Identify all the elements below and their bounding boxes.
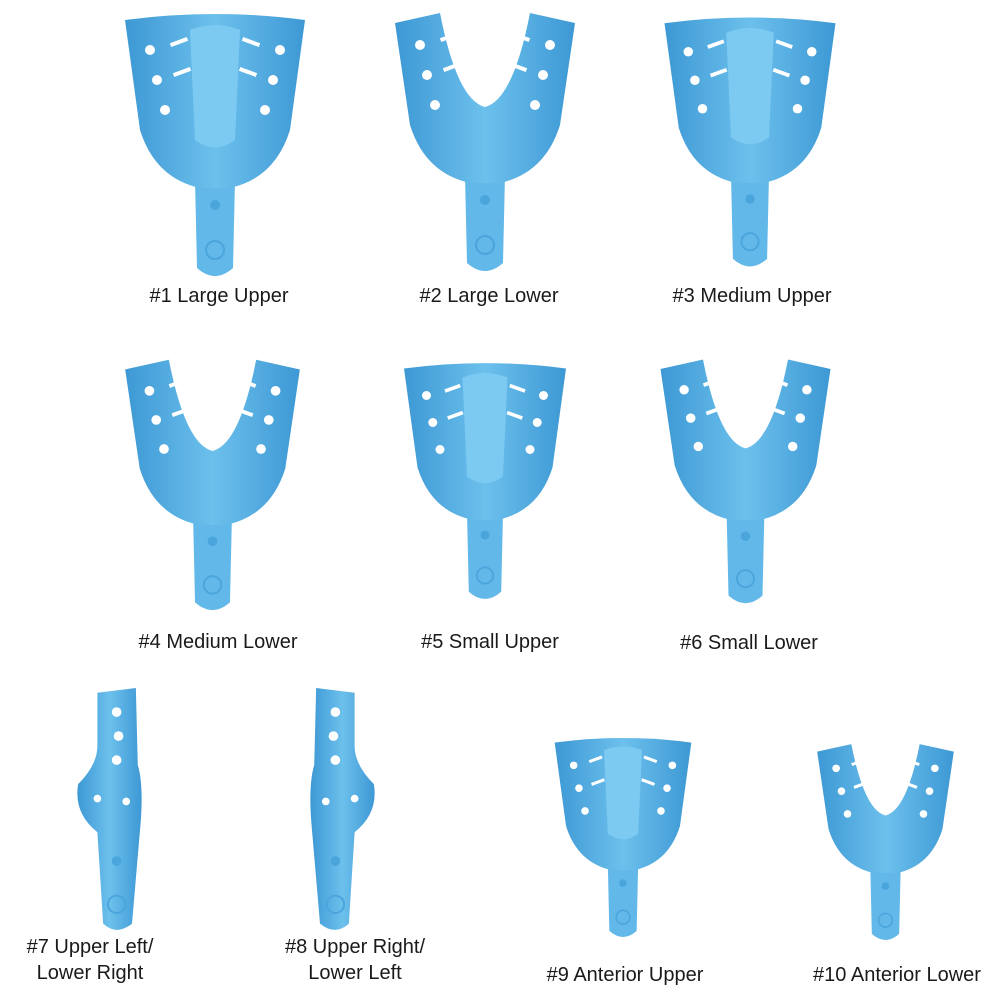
tray-label: #2 Large Lower: [419, 285, 559, 307]
tray-10-anterior-lower: [803, 738, 968, 943]
tray-2-large-lower: [385, 5, 585, 275]
tray-1-large-upper: [115, 10, 315, 280]
tray-label: #6 Small Lower: [680, 632, 818, 654]
tray-label: #9 Anterior Upper: [546, 964, 704, 986]
tray-label-line1: #7 Upper Left/: [26, 936, 154, 958]
tray-6-small-lower: [648, 352, 843, 607]
tray-label-line2: Lower Left: [308, 962, 402, 984]
tray-label: #3 Medium Upper: [672, 285, 832, 307]
tray-5-small-upper: [395, 350, 575, 612]
tray-label-line2: Lower Right: [36, 962, 144, 984]
tray-label-line1: #8 Upper Right/: [284, 936, 426, 958]
tray-8-upper-right-lower-left: [309, 688, 376, 931]
tray-label: #8 Upper Right/Lower Left: [285, 934, 425, 986]
tray-label: #1 Large Upper: [149, 285, 289, 307]
tray-3-medium-upper: [655, 12, 845, 272]
tray-label: #10 Anterior Lower: [813, 964, 981, 986]
tray-label: #4 Medium Lower: [138, 631, 298, 653]
tray-9-anterior-upper: [538, 735, 708, 940]
tray-4-medium-lower: [115, 352, 310, 614]
tray-label: #5 Small Upper: [421, 631, 559, 653]
tray-label: #7 Upper Left/Lower Right: [27, 934, 154, 986]
tray-7-upper-left-lower-right: [76, 688, 143, 931]
